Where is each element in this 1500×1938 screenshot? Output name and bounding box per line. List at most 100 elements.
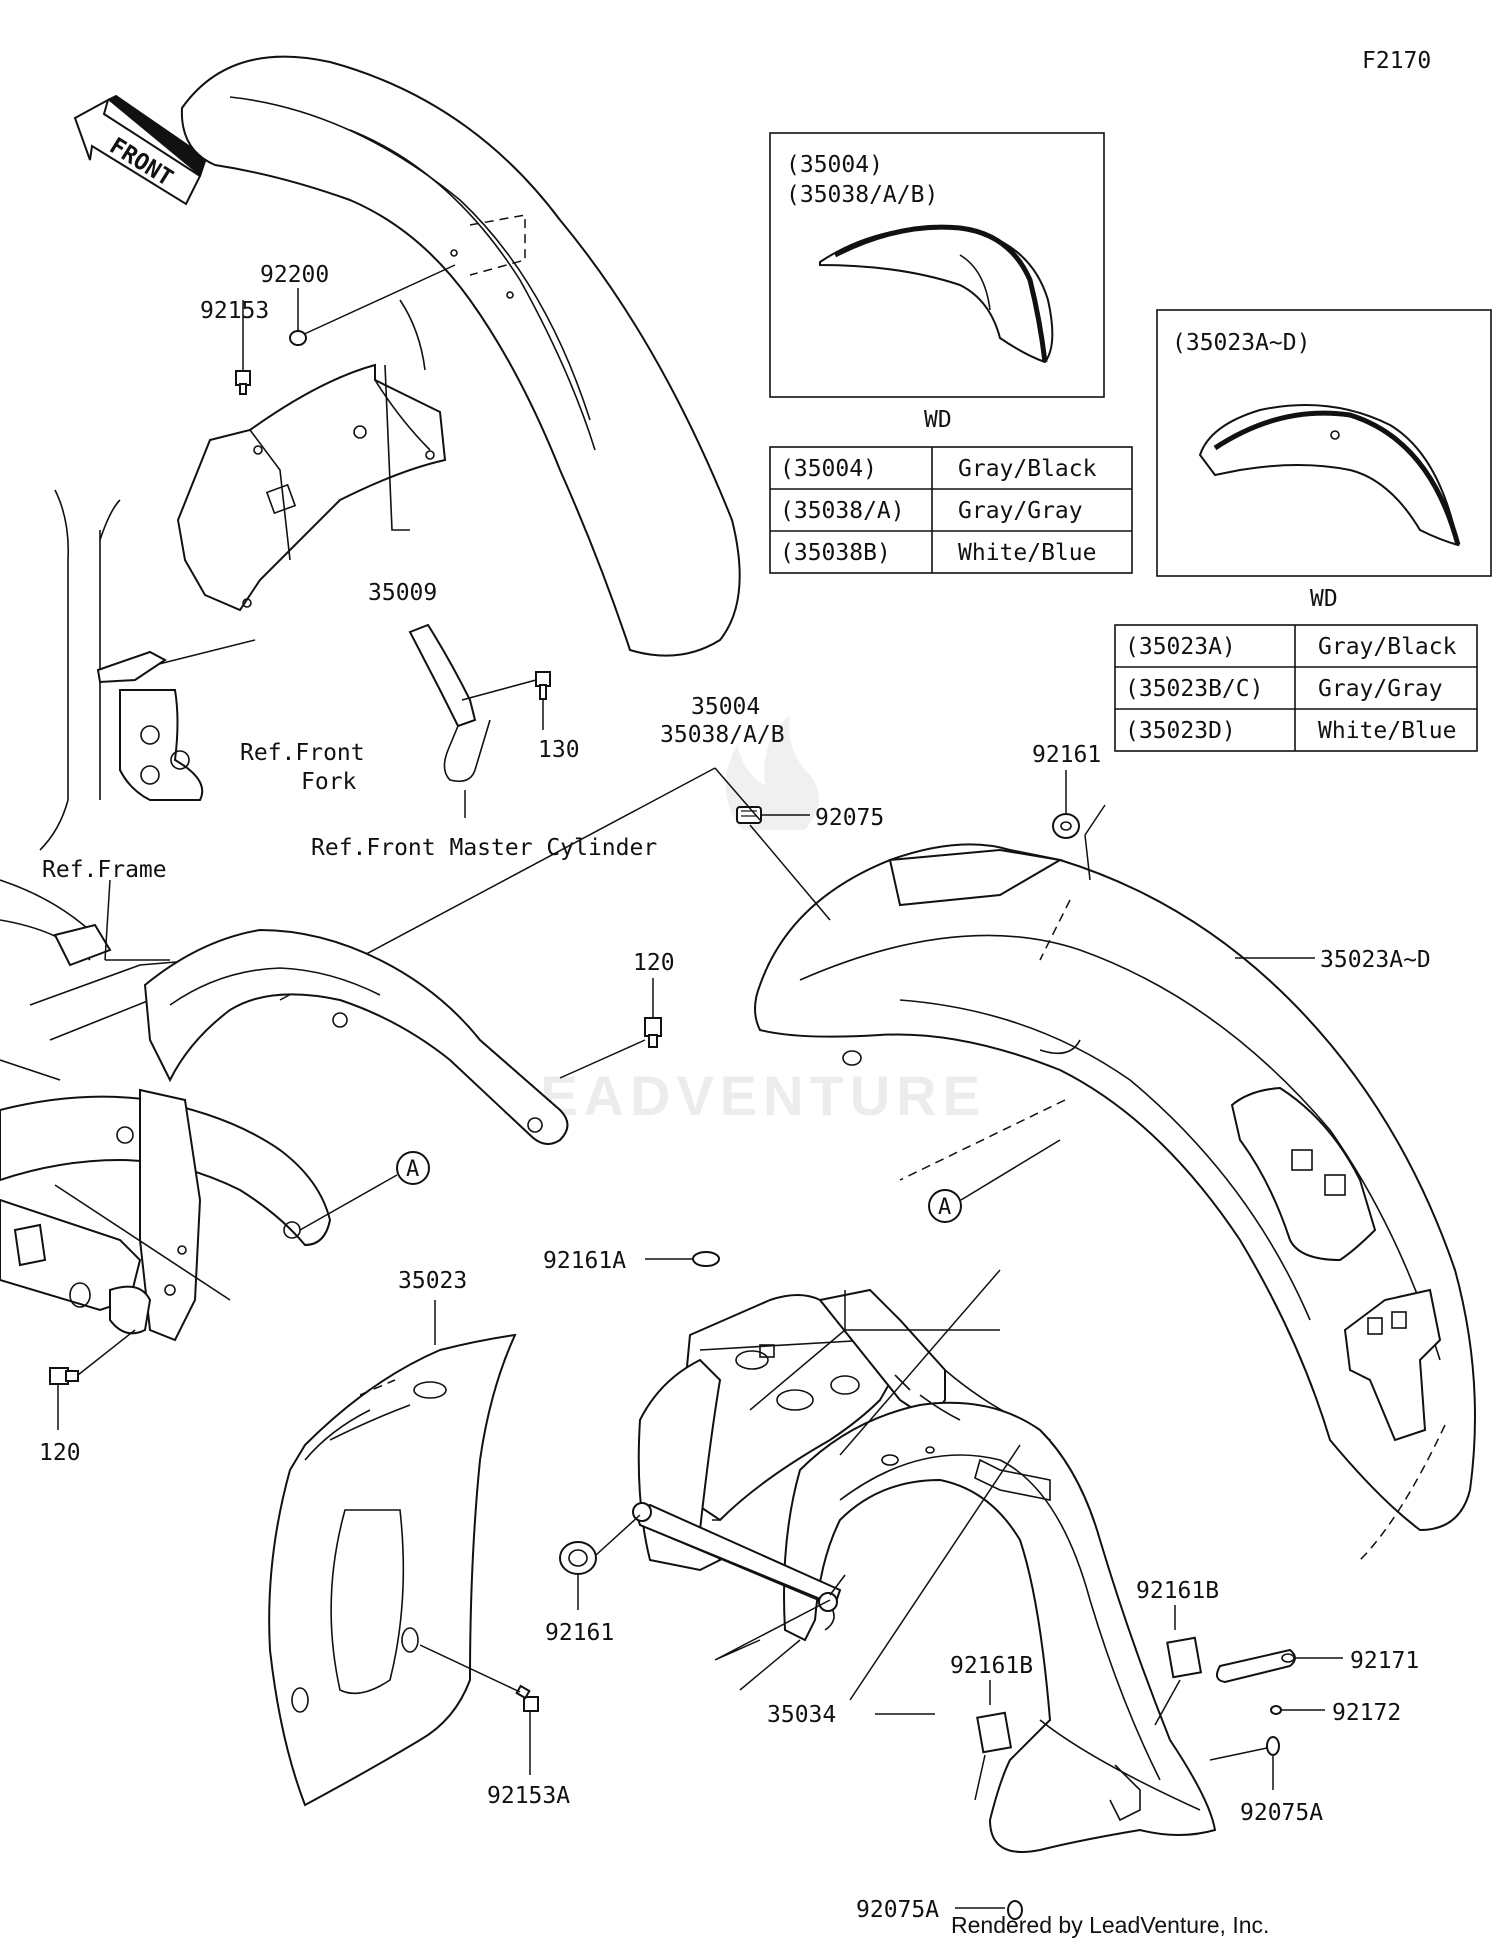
rear-table-part-3: (35023D) <box>1125 718 1236 744</box>
label-92075a-bottom: 92075A <box>856 1897 939 1923</box>
grommet-92075a-bottom <box>1007 1900 1023 1920</box>
inset-rear-fender: (35023A~D) WD <box>1156 309 1492 612</box>
label-35004: 35004 <box>691 694 760 720</box>
leader-bracket-fork <box>154 639 256 666</box>
label-35023: 35023 <box>398 1268 467 1294</box>
front-table-part-2: (35038/A) <box>780 498 905 524</box>
leader-92161-bot-b <box>712 1519 831 1661</box>
label-35038: 35038/A/B <box>660 722 785 748</box>
leader-120-bottom-b <box>77 1329 136 1376</box>
bolt-130 <box>535 671 551 700</box>
label-92161a: 92161A <box>543 1248 626 1274</box>
callout-a-right: A <box>928 1189 962 1223</box>
label-92161-bottom: 92161 <box>545 1620 614 1646</box>
leader-a-frame <box>839 1269 1001 1456</box>
diagram-code: F2170 <box>1362 48 1431 74</box>
rear-table-color-2: Gray/Gray <box>1318 676 1443 702</box>
leadventure-watermark: LEADVENTURE <box>500 715 986 1127</box>
leader-92161-top-b <box>1084 804 1106 881</box>
callout-a-left: A <box>396 1151 430 1185</box>
credit-text: Rendered by LeadVenture, Inc. <box>951 1912 1269 1938</box>
rear-color-table: (35023A) Gray/Black (35023B/C) Gray/Gray… <box>1114 624 1478 752</box>
grommet-92161-top <box>1052 813 1080 839</box>
inset-front-line2: (35038/A/B) <box>786 182 938 208</box>
washer-92200 <box>289 330 307 346</box>
rear-table-color-3: White/Blue <box>1318 718 1456 744</box>
label-ref-frame: Ref.Frame <box>42 857 167 883</box>
rear-table-color-1: Gray/Black <box>1318 634 1457 660</box>
grommet-92075a-right <box>1266 1736 1280 1756</box>
bolt-92153 <box>235 370 251 395</box>
label-92153: 92153 <box>200 298 269 324</box>
callout-a-right-text: A <box>938 1195 951 1220</box>
label-35023a-d: 35023A~D <box>1320 947 1431 973</box>
label-35009: 35009 <box>368 580 437 606</box>
leader-a-left <box>299 1174 398 1231</box>
leader-92200 <box>299 264 456 337</box>
leader-92075a-right-b <box>1209 1747 1268 1761</box>
plate-92171 <box>1215 1648 1296 1684</box>
rear-table-part-2: (35023B/C) <box>1125 676 1263 702</box>
label-92171: 92171 <box>1350 1648 1419 1674</box>
label-ref-front-fork-1: Ref.Front <box>240 740 365 766</box>
front-table-color-1: Gray/Black <box>958 456 1097 482</box>
bolt-120-top <box>644 1017 662 1048</box>
label-92161b-mid: 92161B <box>950 1653 1033 1679</box>
bolt-120-bottom <box>49 1367 79 1385</box>
hose-clamp <box>408 623 537 783</box>
front-fork-ref <box>39 489 204 851</box>
label-92075: 92075 <box>815 805 884 831</box>
front-table-color-3: White/Blue <box>958 540 1096 566</box>
front-table-color-2: Gray/Gray <box>958 498 1083 524</box>
label-92200: 92200 <box>260 262 329 288</box>
front-table-part-1: (35004) <box>780 456 877 482</box>
front-table-part-3: (35038B) <box>780 540 891 566</box>
label-35034: 35034 <box>767 1702 836 1728</box>
label-92075a-right: 92075A <box>1240 1800 1323 1826</box>
inset-rear-caption: WD <box>1310 586 1338 612</box>
pad-92161b-right <box>1166 1636 1203 1679</box>
label-92172: 92172 <box>1332 1700 1401 1726</box>
label-92161b-right: 92161B <box>1136 1578 1219 1604</box>
rear-table-part-1: (35023A) <box>1125 634 1236 660</box>
leader-frame <box>104 879 170 961</box>
rear-fender-support-35034 <box>632 1288 1217 1853</box>
label-92161-top: 92161 <box>1032 742 1101 768</box>
grommet-92161a <box>692 1251 720 1267</box>
callout-a-left-text: A <box>406 1157 419 1182</box>
watermark-text: LEADVENTURE <box>500 1064 986 1127</box>
leader-92161a <box>749 1290 1000 1411</box>
leader-92161-bottom-b <box>595 1514 641 1556</box>
leader-support-down <box>739 1639 801 1691</box>
frame-ref <box>0 879 569 1342</box>
leader-dash-cross <box>849 1444 1021 1701</box>
bolt-92153a <box>515 1684 539 1712</box>
grommet-92075 <box>736 806 762 824</box>
inset-front-line1: (35004) <box>786 152 883 178</box>
leader-92153a-b <box>419 1644 521 1693</box>
label-130: 130 <box>538 737 580 763</box>
pad-92161b-mid <box>976 1711 1013 1754</box>
fender-bracket-35009 <box>176 363 447 612</box>
leader-92161b-mid-b <box>974 1754 986 1801</box>
front-fender-35004 <box>180 55 741 657</box>
rear-flap-35023 <box>268 1333 517 1807</box>
label-120-bottom: 120 <box>39 1440 81 1466</box>
front-color-table: (35004) Gray/Black (35038/A) Gray/Gray (… <box>769 446 1133 574</box>
label-92153a: 92153A <box>487 1783 570 1809</box>
inset-rear-line1: (35023A~D) <box>1172 330 1310 356</box>
screw-92172 <box>1270 1705 1282 1715</box>
dash-front-1 <box>469 214 526 276</box>
inset-front-fender: (35004) (35038/A/B) WD <box>769 132 1105 433</box>
label-ref-master-cylinder: Ref.Front Master Cylinder <box>311 835 657 861</box>
leader-92075-down <box>749 824 831 921</box>
label-120-top: 120 <box>633 950 675 976</box>
leader-92161b-right-b <box>1154 1679 1181 1726</box>
leader-a-right <box>960 1139 1061 1201</box>
leader-120-top-b <box>559 1039 646 1079</box>
rear-fender-35023a-d <box>754 843 1476 1561</box>
grommet-92161-bottom <box>559 1541 597 1575</box>
label-ref-front-fork-2: Fork <box>301 769 357 795</box>
